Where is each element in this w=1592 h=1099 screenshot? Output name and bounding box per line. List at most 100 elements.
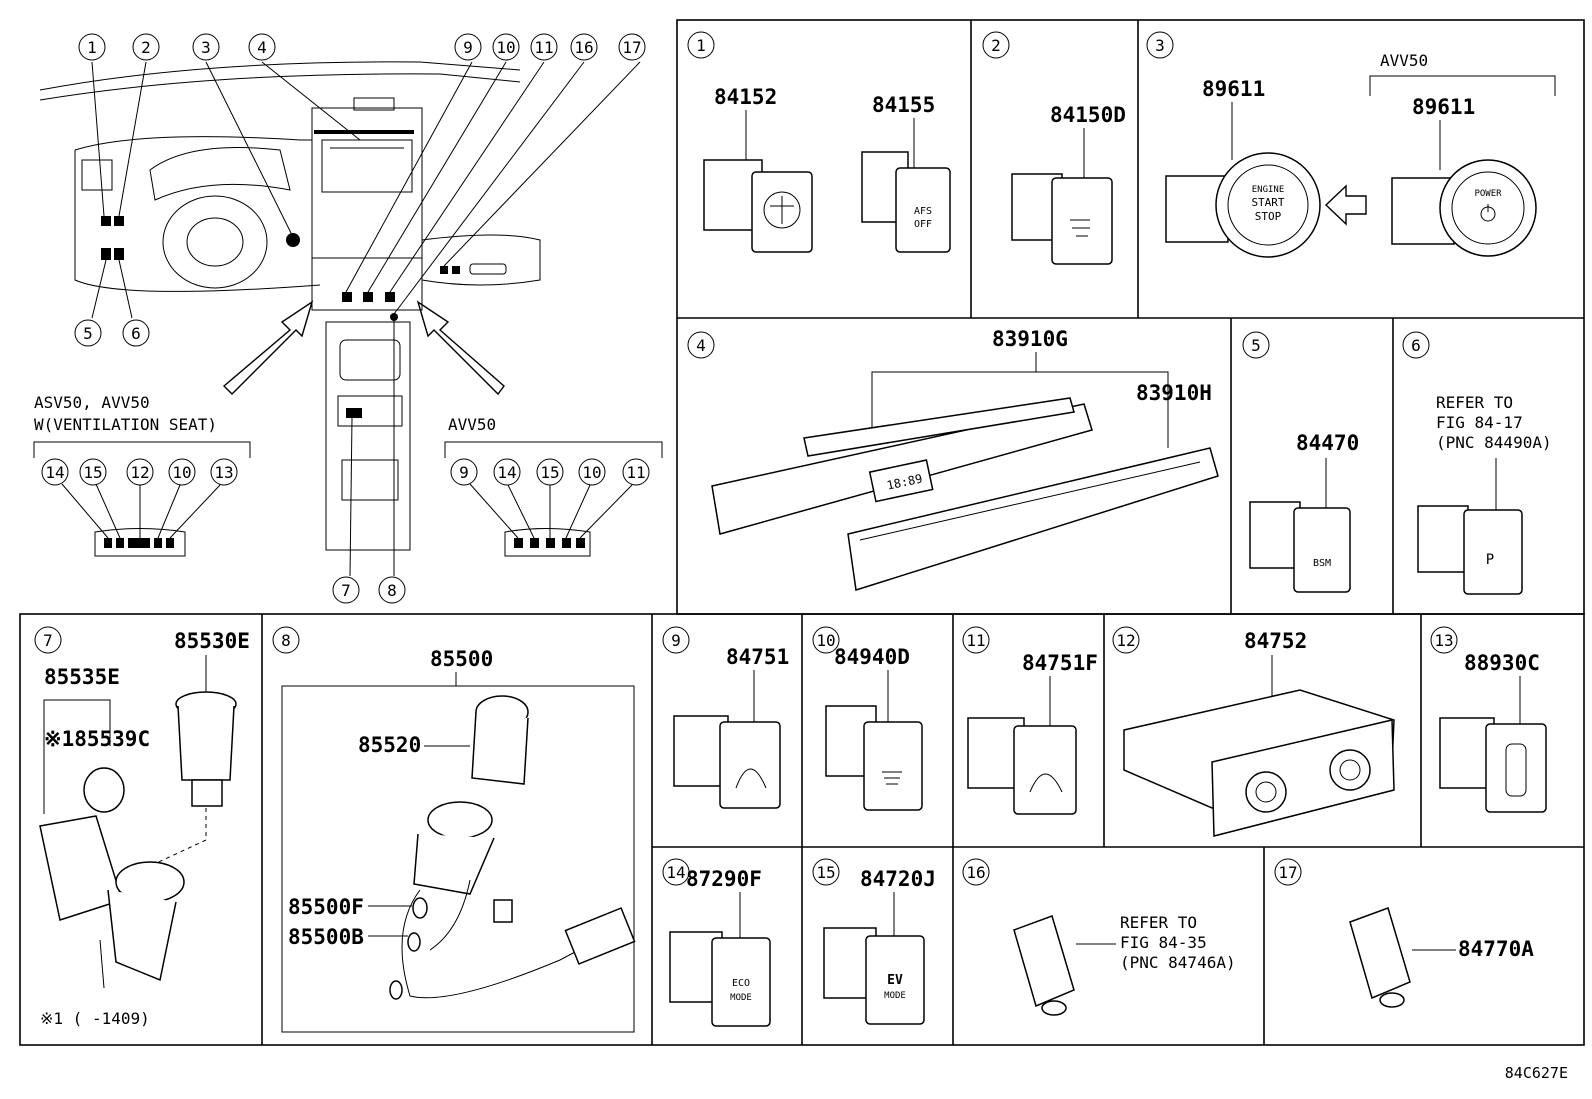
overview-callouts-bottom: 5 6 7 8	[74, 319, 406, 604]
cell-6: 6 REFER TO FIG 84-17 (PNC 84490A) P	[1402, 331, 1552, 595]
callout-9: 9	[463, 38, 473, 57]
svg-text:9: 9	[671, 631, 681, 650]
svg-text:MODE: MODE	[884, 991, 906, 1001]
svg-text:(PNC 84746A): (PNC 84746A)	[1120, 953, 1236, 972]
cell-16: 16 REFER TO FIG 84-35 (PNC 84746A)	[962, 858, 1236, 1016]
part-number-84770A: 84770A	[1458, 937, 1534, 961]
callout-3: 3	[201, 38, 211, 57]
part-number-84752: 84752	[1244, 629, 1307, 653]
svg-text:12: 12	[1116, 631, 1135, 650]
part-number-84155: 84155	[872, 93, 935, 117]
part-number-85520: 85520	[358, 733, 421, 757]
part-number-88930C: 88930C	[1464, 651, 1540, 675]
svg-text:13: 13	[214, 463, 233, 482]
overview-illustration	[39, 61, 641, 577]
callout-7: 7	[341, 581, 351, 600]
group-left-title1: ASV50, AVV50	[34, 393, 150, 412]
part-number-83910G: 83910G	[992, 327, 1068, 351]
svg-text:17: 17	[1278, 863, 1297, 882]
part-number-85539C: ※185539C	[44, 727, 150, 751]
cell-17: 17 84770A	[1274, 858, 1534, 1008]
overview-group-right: AVV50 9 14 15 10 11	[444, 415, 663, 557]
cell-4: 4 83910G 83910H 18:89	[687, 327, 1219, 591]
callout-11: 11	[534, 38, 553, 57]
svg-text:15: 15	[83, 463, 102, 482]
cell-3: 3 AVV50 89611 ENGINE START STOP 89611 PO…	[1146, 31, 1556, 258]
cell-9: 9 84751	[662, 626, 789, 809]
svg-text:(PNC 84490A): (PNC 84490A)	[1436, 433, 1552, 452]
svg-text:4: 4	[696, 336, 706, 355]
cell-15: 15 84720J EV MODE	[812, 858, 936, 1025]
svg-text:3: 3	[1155, 36, 1165, 55]
part-number-84470: 84470	[1296, 431, 1359, 455]
part-number-89611-b: 89611	[1412, 95, 1475, 119]
part-number-84751: 84751	[726, 645, 789, 669]
svg-text:ENGINE: ENGINE	[1252, 185, 1285, 195]
svg-text:15: 15	[816, 863, 835, 882]
eco-label: ECO	[732, 978, 750, 989]
callout-2: 2	[141, 38, 151, 57]
svg-text:12: 12	[130, 463, 149, 482]
part-number-84751F: 84751F	[1022, 651, 1098, 675]
group-right-title: AVV50	[448, 415, 496, 434]
part-number-84150D: 84150D	[1050, 103, 1126, 127]
svg-text:FIG 84-35: FIG 84-35	[1120, 933, 1207, 952]
svg-text:14: 14	[497, 463, 516, 482]
svg-text:10: 10	[172, 463, 191, 482]
part-number-84940D: 84940D	[834, 645, 910, 669]
svg-text:16: 16	[966, 863, 985, 882]
callout-10: 10	[496, 38, 515, 57]
svg-text:11: 11	[966, 631, 985, 650]
part-number-85500B: 85500B	[288, 925, 364, 949]
part-number-84720J: 84720J	[860, 867, 936, 891]
svg-text:14: 14	[45, 463, 64, 482]
part-number-83910H: 83910H	[1136, 381, 1212, 405]
group-left-title2: W(VENTILATION SEAT)	[34, 415, 217, 434]
group-label: AVV50	[1380, 51, 1428, 70]
svg-text:START: START	[1251, 196, 1284, 209]
callout-8: 8	[387, 581, 397, 600]
cell-14: 14 87290F ECO MODE	[662, 858, 771, 1027]
part-number-85500: 85500	[430, 647, 493, 671]
cell-1: 1 84152 84155 AFS OFF	[687, 31, 951, 253]
part-number-85500F: 85500F	[288, 895, 364, 919]
cell-13: 13 88930C	[1430, 626, 1547, 813]
figure-code: 84C627E	[1505, 1064, 1568, 1082]
arrow-left-icon	[1324, 184, 1367, 226]
off-label: OFF	[914, 219, 932, 230]
svg-text:REFER TO: REFER TO	[1436, 393, 1513, 412]
overview-group-left: ASV50, AVV50 W(VENTILATION SEAT) 14 15 1…	[33, 393, 251, 557]
callout-4: 4	[257, 38, 267, 57]
cell-7: 7 85530E 85535E ※185539C ※1 ( -1409)	[34, 626, 250, 1028]
svg-text:10: 10	[582, 463, 601, 482]
svg-text:2: 2	[991, 36, 1001, 55]
part-number-87290F: 87290F	[686, 867, 762, 891]
cell-8: 8 85500 85520 85500F 85500B	[272, 626, 636, 1033]
svg-text:POWER: POWER	[1474, 189, 1502, 199]
note-text: ※1 ( -1409)	[40, 1009, 150, 1028]
svg-text:7: 7	[43, 631, 53, 650]
callout-17: 17	[622, 38, 641, 57]
cell-5: 5 84470 BSM	[1242, 331, 1359, 593]
afs-label: AFS	[914, 206, 932, 217]
svg-text:14: 14	[666, 863, 685, 882]
svg-text:FIG 84-17: FIG 84-17	[1436, 413, 1523, 432]
callout-6: 6	[131, 324, 141, 343]
bsm-label: BSM	[1313, 558, 1331, 569]
part-number-85530E: 85530E	[174, 629, 250, 653]
part-number-85535E: 85535E	[44, 665, 120, 689]
svg-text:MODE: MODE	[730, 993, 752, 1003]
ev-label: EV	[887, 973, 903, 988]
svg-text:STOP: STOP	[1255, 210, 1282, 223]
cell-11: 11 84751F	[962, 626, 1098, 815]
svg-text:13: 13	[1434, 631, 1453, 650]
part-number-89611-a: 89611	[1202, 77, 1265, 101]
cell-12: 12 84752	[1112, 626, 1395, 837]
callout-5: 5	[83, 324, 93, 343]
callout-1: 1	[87, 38, 97, 57]
cell-10: 10 84940D	[812, 626, 923, 811]
overview-callouts-top: 1 2 3 4 9 10 11 16 17	[78, 33, 646, 61]
callout-16: 16	[574, 38, 593, 57]
svg-text:11: 11	[626, 463, 645, 482]
svg-text:6: 6	[1411, 336, 1421, 355]
